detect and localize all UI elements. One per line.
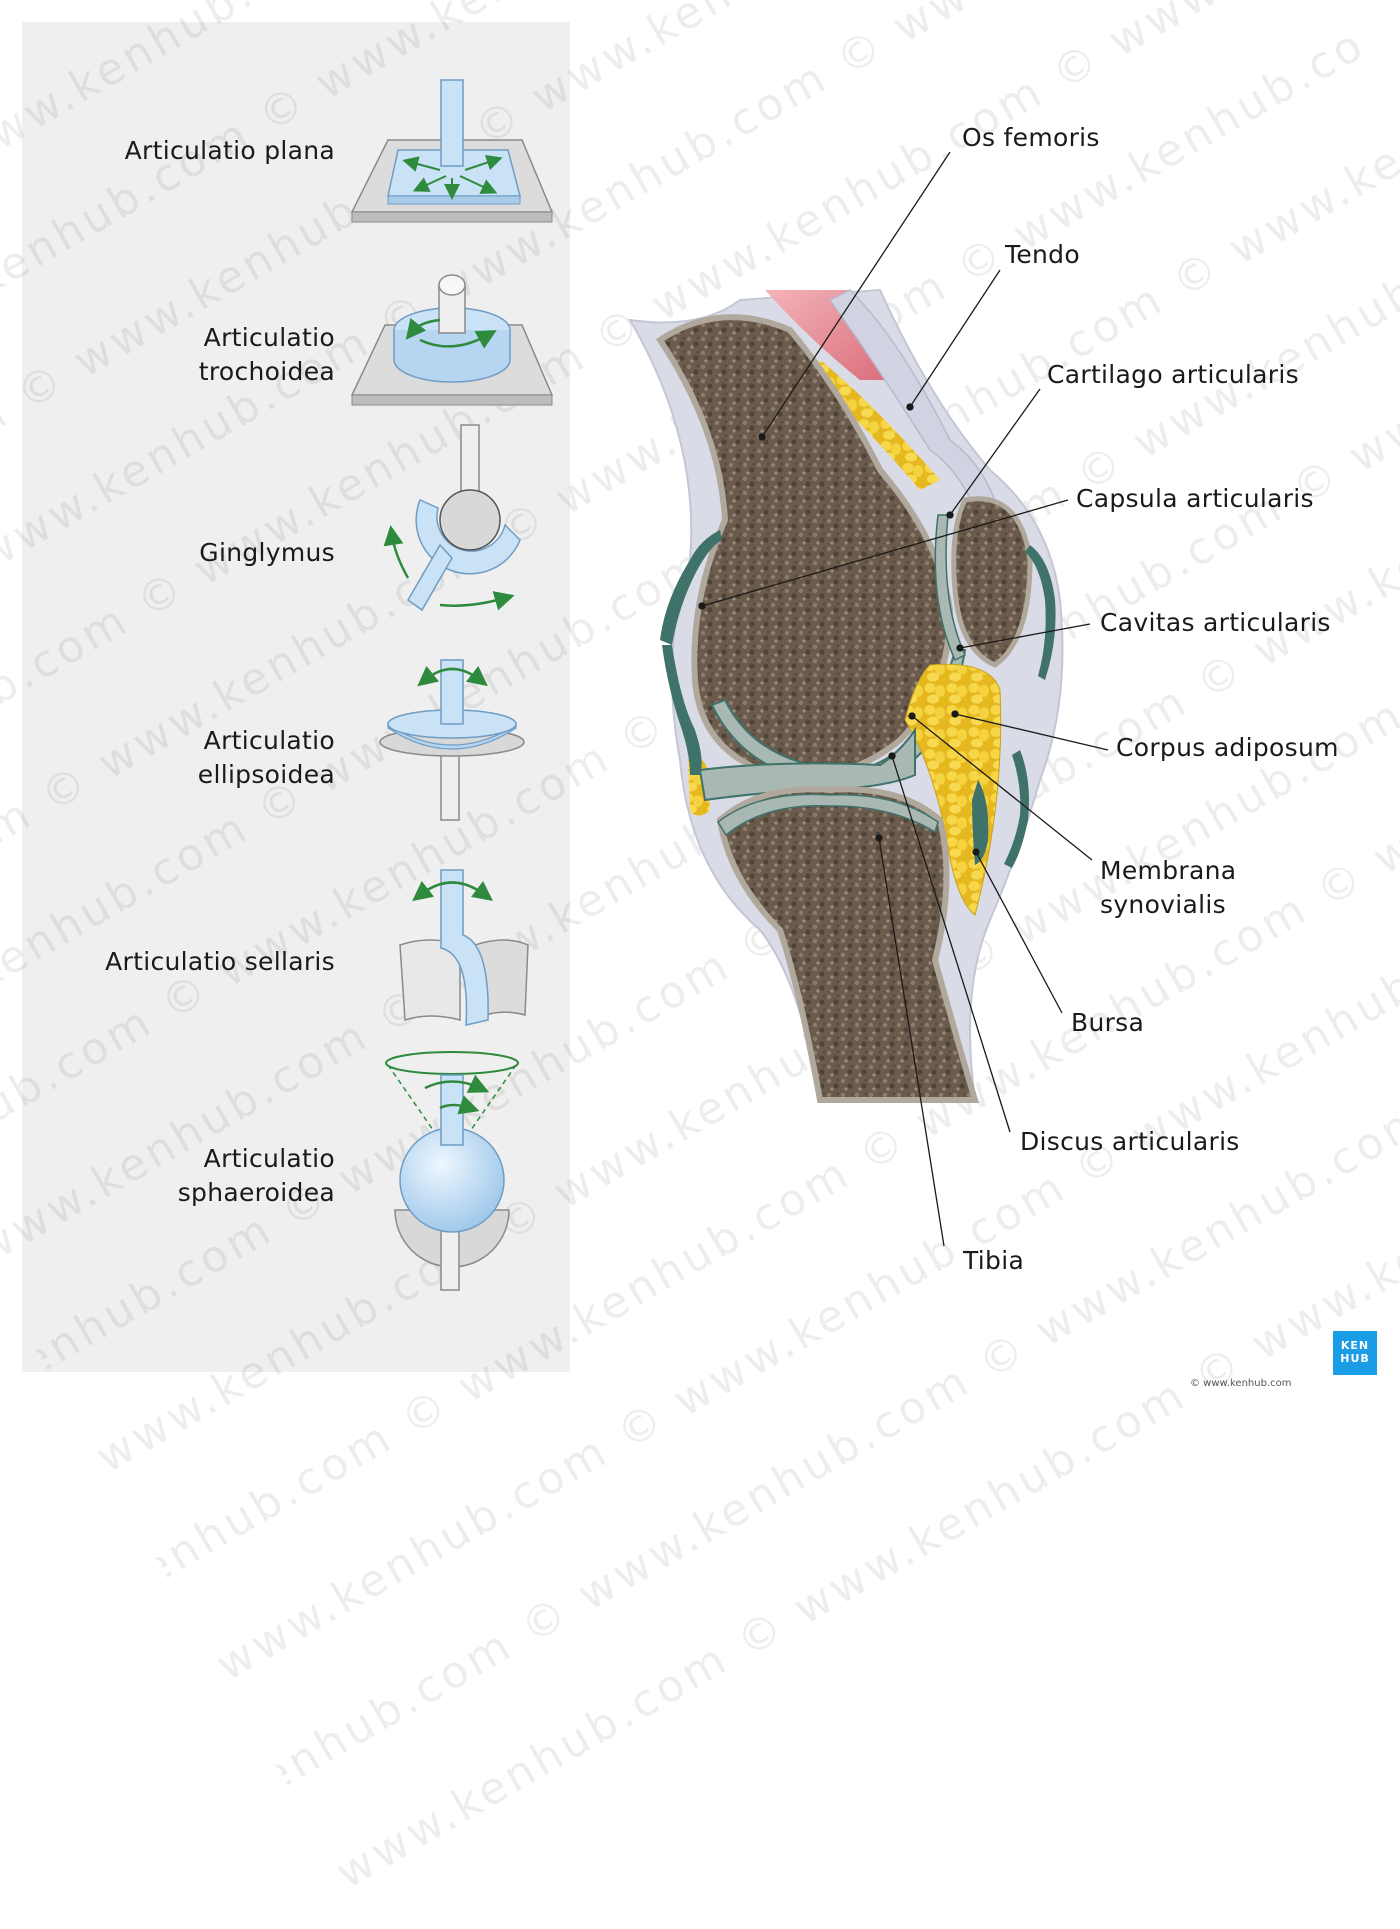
label-discus-articularis: Discus articularis xyxy=(1020,1125,1240,1159)
copyright-text: © www.kenhub.com xyxy=(1190,1378,1291,1389)
ginglymus-joint-icon xyxy=(392,425,520,610)
label-os-femoris: Os femoris xyxy=(962,121,1100,155)
ellipsoidea-joint-icon xyxy=(380,660,524,820)
trochoidea-joint-icon xyxy=(352,275,552,405)
label-cavitas-articularis: Cavitas articularis xyxy=(1100,606,1331,640)
label-corpus-adiposum: Corpus adiposum xyxy=(1116,731,1339,765)
label-tendo: Tendo xyxy=(1005,238,1080,272)
label-tibia: Tibia xyxy=(963,1244,1024,1278)
label-bursa: Bursa xyxy=(1071,1006,1144,1040)
label-articulatio-sellaris: Articulatio sellaris xyxy=(105,945,335,979)
label-articulatio-plana: Articulatio plana xyxy=(125,134,335,168)
label-membrana-synovialis: Membrana synovialis xyxy=(1100,854,1236,922)
sphaeroidea-joint-icon xyxy=(386,1052,518,1290)
diagram-stage: www.kenhub.com © www.kenhub.com © www.ke… xyxy=(0,0,1400,1400)
plana-joint-icon xyxy=(352,80,552,222)
label-cartilago-articularis: Cartilago articularis xyxy=(1047,358,1299,392)
knee-joint-illustration xyxy=(630,290,1063,1100)
sellaris-joint-icon xyxy=(400,870,528,1025)
label-capsula-articularis: Capsula articularis xyxy=(1076,482,1314,516)
label-ginglymus: Ginglymus xyxy=(199,536,335,570)
